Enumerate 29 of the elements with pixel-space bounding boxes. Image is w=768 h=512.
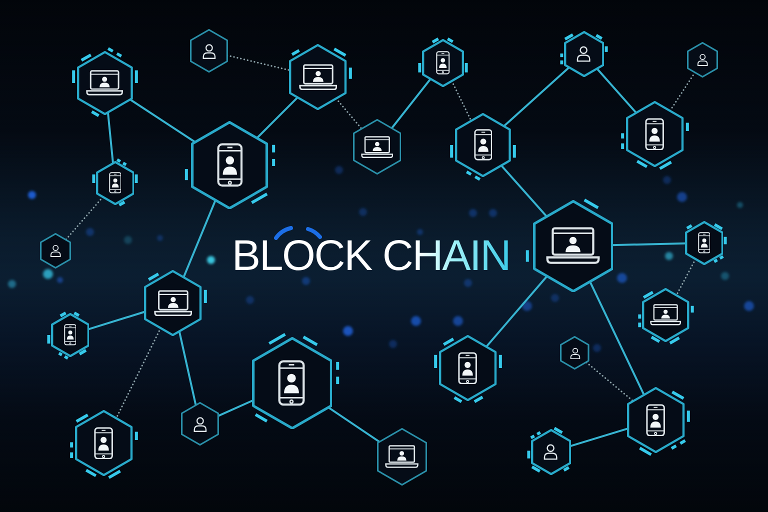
connector-line bbox=[327, 406, 380, 443]
hexagon-node bbox=[455, 112, 511, 178]
hexagon-node bbox=[252, 336, 332, 430]
hexagon-node bbox=[75, 410, 133, 476]
hexagon-node bbox=[181, 402, 219, 446]
hexagon-node bbox=[687, 42, 718, 78]
connector-line bbox=[390, 78, 432, 130]
connector-line bbox=[503, 66, 570, 127]
hexagon-node bbox=[627, 386, 685, 454]
hexagon-node bbox=[530, 428, 572, 476]
hexagon-node bbox=[422, 38, 464, 88]
connector-line bbox=[178, 331, 197, 406]
hexagon-node bbox=[626, 100, 684, 168]
connector-line bbox=[130, 98, 196, 143]
dotted-connector-line bbox=[115, 327, 162, 419]
hexagon-node bbox=[352, 119, 402, 175]
hexagon-node bbox=[376, 428, 428, 486]
hexagon-node bbox=[564, 30, 604, 78]
hexagon-node bbox=[289, 44, 347, 110]
dotted-connector-line bbox=[586, 362, 634, 402]
connector-line bbox=[218, 399, 254, 417]
hexagon-node bbox=[439, 334, 497, 402]
dotted-connector-line bbox=[335, 98, 362, 130]
connector-line bbox=[570, 428, 629, 448]
connector-line bbox=[596, 68, 637, 114]
hexagon-node bbox=[190, 29, 228, 73]
connector-line bbox=[106, 112, 114, 164]
connector-line bbox=[256, 96, 298, 138]
hexagon-node bbox=[77, 50, 133, 116]
